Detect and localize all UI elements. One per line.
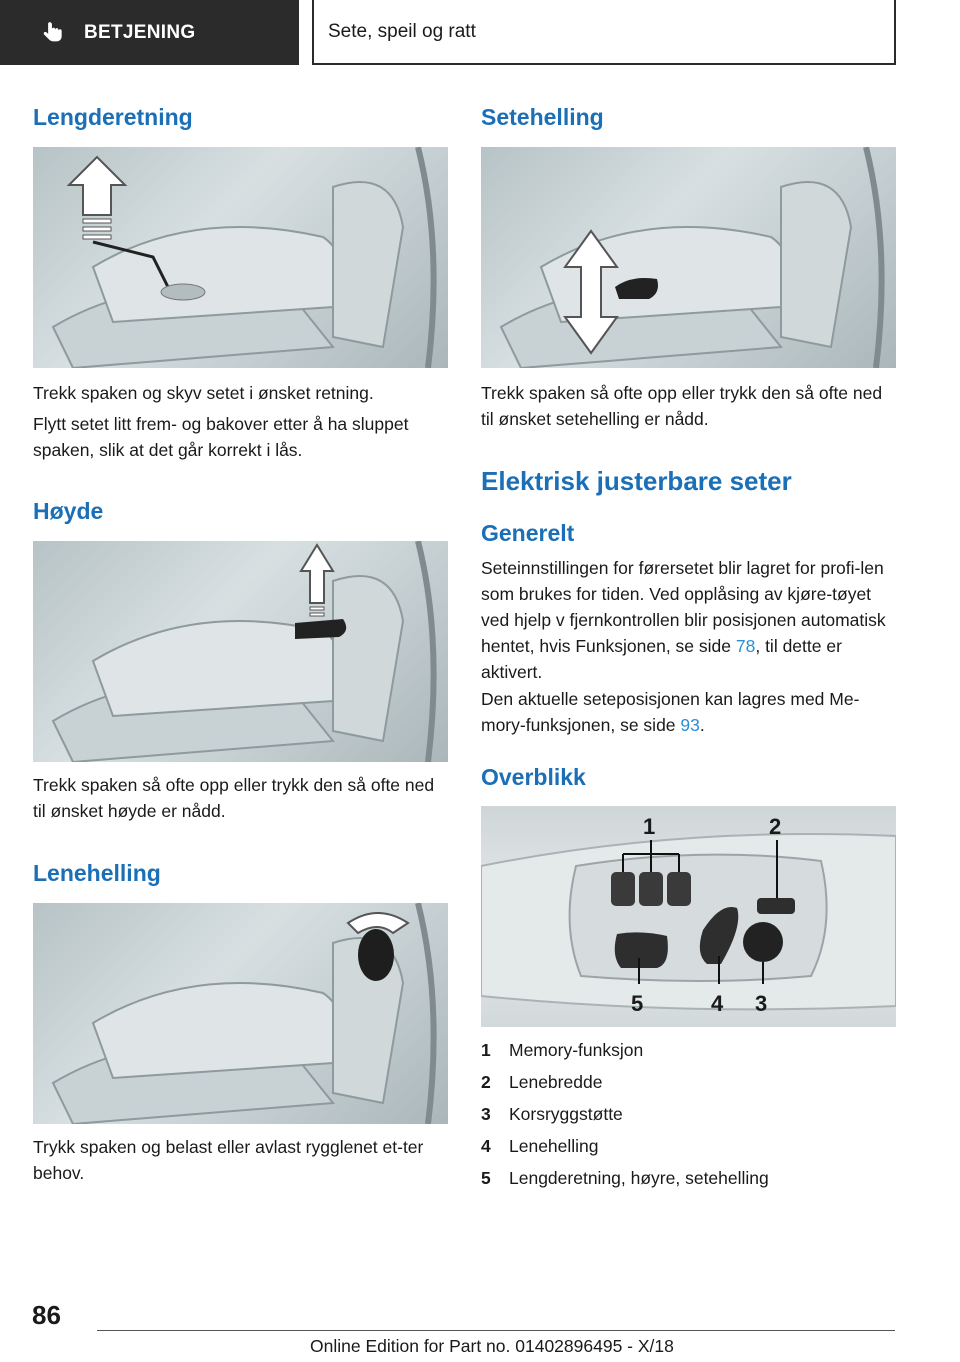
link-page-78[interactable]: 78 [735,636,756,656]
chapter-tab[interactable]: BETJENING [0,0,299,65]
legend-num: 3 [481,1103,491,1124]
figure-seat-tilt [481,147,896,368]
legend-num: 2 [481,1071,491,1092]
legend-list: 1 Memory-funksjon 2 Lenebredde 3 Korsryggst… [481,1034,896,1194]
footer-edition: Online Edition for Part no. 01402896495 … [310,1336,674,1356]
text-hoyde-1: Trekk spaken så ofte opp eller trykk den… [33,775,435,821]
heading-generelt: Generelt [481,520,575,546]
legend-num: 5 [481,1167,491,1188]
section-tab[interactable]: Sete, speil og ratt [312,0,896,65]
heading-lengderetning: Lengderetning [33,104,193,130]
heading-setehelling: Setehelling [481,104,604,130]
figure-seat-controls: 1 2 3 4 5 [481,806,896,1027]
legend-label: Lenehelling [509,1135,599,1156]
legend-num: 4 [481,1135,491,1156]
text-lenehelling-1: Trykk spaken og belast eller avlast rygg… [33,1137,424,1183]
heading-lenehelling: Lenehelling [33,860,161,886]
text-generelt-1: Seteinnstillingen for førersetet blir la… [481,555,896,685]
section-label: Sete, speil og ratt [328,20,476,42]
figure-seat-longitudinal [33,147,448,368]
legend-label: Lenebredde [509,1071,603,1092]
link-page-93[interactable]: 93 [680,715,700,735]
list-item: 2 Lenebredde [481,1066,896,1098]
legend-label: Korsryggstøtte [509,1103,623,1124]
callout-2: 2 [769,814,782,839]
chapter-label: BETJENING [84,21,196,43]
callout-1: 1 [643,814,656,839]
heading-hoyde: Høyde [33,498,104,524]
footer-divider [97,1330,895,1331]
page-number: 86 [32,1300,61,1330]
heading-elektrisk: Elektrisk justerbare seter [481,466,792,496]
legend-label: Lengderetning, høyre, setehelling [509,1167,769,1188]
text-lengderetning-2: Flytt setet litt frem- og bakover etter … [33,414,409,460]
text-generelt-1b: , til dette er aktivert. [481,636,842,682]
figure-seat-backrest [33,903,448,1124]
text-generelt-2b: . [699,715,705,735]
heading-overblikk: Overblikk [481,764,586,790]
callout-4: 4 [711,991,724,1016]
callout-3: 3 [755,991,768,1016]
list-item: 4 Lenehelling [481,1130,896,1162]
list-item: 5 Lengderetning, høyre, setehelling [481,1162,896,1194]
list-item: 3 Korsryggstøtte [481,1098,896,1130]
figure-seat-height [33,541,448,762]
text-lengderetning-1: Trekk spaken og skyv setet i ønsket retn… [33,383,374,403]
text-generelt-2: Den aktuelle seteposisjonen kan lagres m… [481,686,896,738]
text-generelt-1a: Seteinnstillingen for førersetet blir la… [481,558,886,656]
text-setehelling-1: Trekk spaken så ofte opp eller trykk den… [481,383,883,429]
text-generelt-2a: Den aktuelle seteposisjonen kan lagres m… [481,689,860,735]
list-item: 1 Memory-funksjon [481,1034,896,1066]
callout-5: 5 [631,991,644,1016]
legend-num: 1 [481,1039,491,1060]
legend-label: Memory-funksjon [509,1039,644,1060]
hand-pointer-icon [43,21,62,41]
